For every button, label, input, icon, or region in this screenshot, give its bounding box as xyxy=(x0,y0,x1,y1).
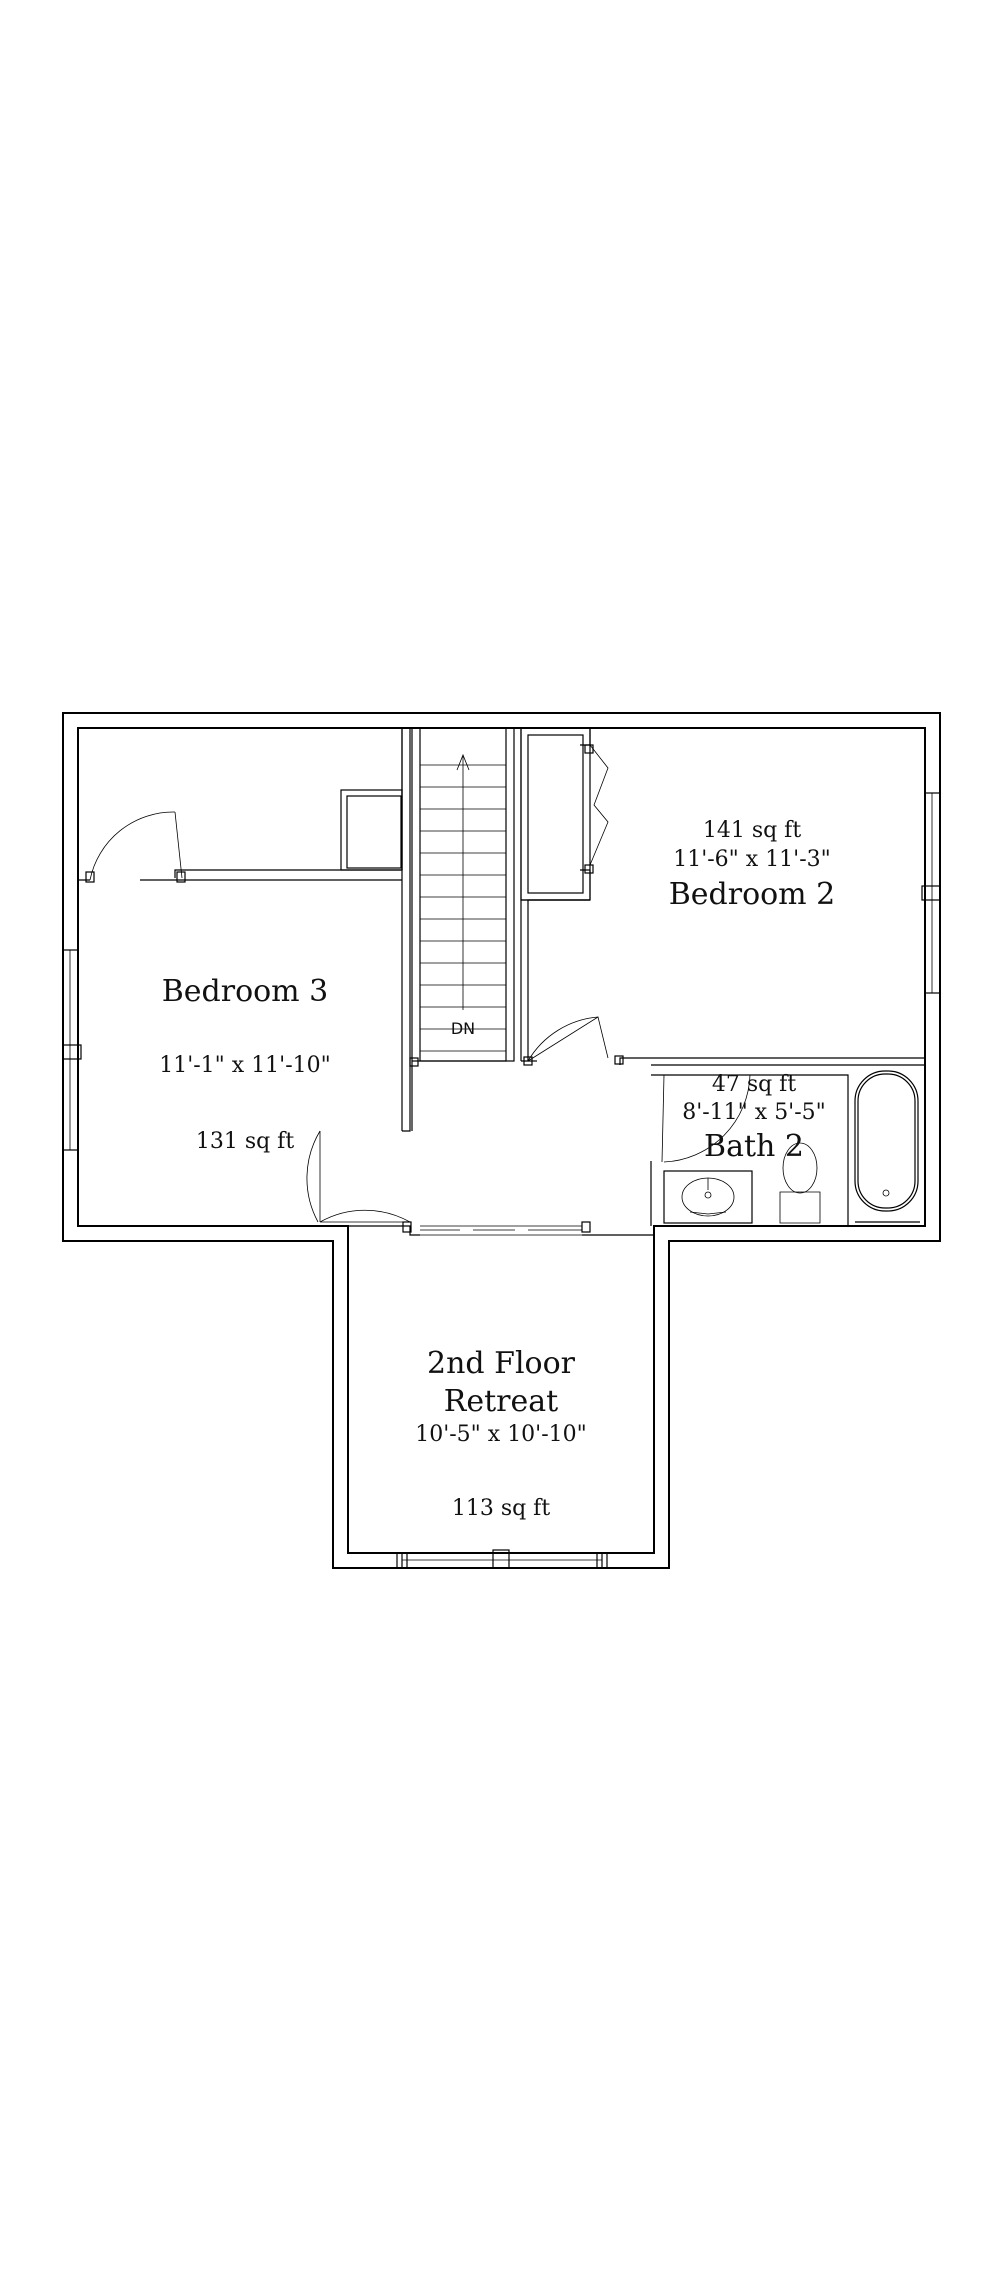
retreat-dimensions: 10'-5" x 10'-10" xyxy=(415,1422,587,1447)
bedroom-2-name: Bedroom 2 xyxy=(669,877,836,912)
retreat-name-line1: 2nd Floor xyxy=(427,1346,576,1381)
retreat-name-line2: Retreat xyxy=(444,1384,558,1419)
retreat-walls xyxy=(348,1221,655,1236)
retreat-area: 113 sq ft xyxy=(452,1496,550,1521)
bath-2-label: 47 sq ft 8'-11" x 5'-5" Bath 2 xyxy=(682,1072,826,1164)
bedroom-3-door xyxy=(306,1130,411,1223)
bedroom-3-name: Bedroom 3 xyxy=(162,974,329,1009)
bedroom-2-walls xyxy=(520,727,925,1065)
bedroom-3-area: 131 sq ft xyxy=(196,1129,294,1154)
retreat-label: 2nd Floor Retreat 10'-5" x 10'-10" 113 s… xyxy=(415,1346,587,1521)
bedroom-2-area: 141 sq ft xyxy=(703,818,801,843)
bath-2-area: 47 sq ft xyxy=(712,1072,796,1097)
bedroom-2-label: 141 sq ft 11'-6" x 11'-3" Bedroom 2 xyxy=(669,818,836,912)
stair-direction-label: DN xyxy=(451,1019,475,1038)
bedroom-3-dimensions: 11'-1" x 11'-10" xyxy=(159,1053,331,1078)
bedroom-3-window xyxy=(62,949,82,1151)
bath-2-dimensions: 8'-11" x 5'-5" xyxy=(682,1100,826,1125)
bedroom-3-walls xyxy=(78,727,411,1132)
bath-2-name: Bath 2 xyxy=(704,1129,804,1164)
bedroom-2-dimensions: 11'-6" x 11'-3" xyxy=(673,847,831,872)
bedroom-3-label: Bedroom 3 11'-1" x 11'-10" 131 sq ft xyxy=(159,974,331,1154)
retreat-window xyxy=(396,1549,608,1569)
bedroom-2-window xyxy=(921,792,941,994)
bath-2-walls xyxy=(650,1064,926,1226)
staircase: DN xyxy=(409,727,515,1131)
bedroom-2-door xyxy=(523,1016,624,1066)
